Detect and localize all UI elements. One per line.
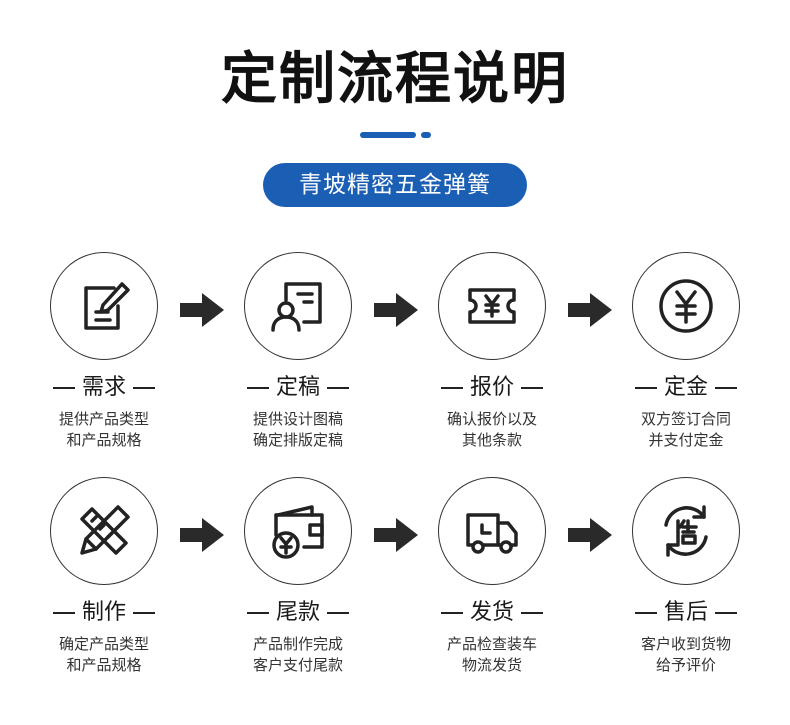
step-circle — [438, 252, 546, 360]
step-label: 制作 — [10, 598, 198, 628]
arrow-right-icon — [180, 293, 224, 327]
page-title: 定制流程说明 — [221, 47, 569, 112]
title-underline-dot — [421, 132, 431, 138]
step-circle — [244, 252, 352, 360]
step-description: 双方签订合同并支付定金 — [640, 410, 731, 449]
pencil-ruler-icon — [80, 505, 130, 555]
step-circle — [632, 252, 740, 360]
title-underline-long — [360, 132, 416, 138]
step-label: 报价 — [398, 373, 586, 403]
step-description: 确定产品类型和产品规格 — [58, 635, 149, 674]
step-description: 确认报价以及其他条款 — [446, 410, 537, 449]
after-sales-cycle-icon — [664, 505, 708, 557]
step-label: 需求 — [10, 373, 198, 403]
yen-coin-icon — [659, 279, 713, 333]
step-circle — [438, 477, 546, 585]
step-label: 定金 — [592, 373, 780, 403]
step-circle — [632, 477, 740, 585]
arrow-right-icon — [180, 518, 224, 552]
brand-badge: 青坡精密五金弹簧 — [263, 163, 527, 207]
document-pen-icon — [84, 282, 130, 330]
step-description: 提供产品类型和产品规格 — [58, 410, 149, 449]
step-label: 发货 — [398, 598, 586, 628]
step-description: 产品制作完成客户支付尾款 — [252, 635, 343, 674]
step-description: 产品检查装车物流发货 — [446, 635, 537, 674]
designer-board-icon — [271, 282, 322, 332]
yen-ticket-icon — [468, 288, 516, 324]
step-description: 客户收到货物给予评价 — [640, 635, 731, 674]
arrow-right-icon — [374, 293, 418, 327]
step-circle — [244, 477, 352, 585]
step-circle — [50, 477, 158, 585]
step-label: 定稿 — [204, 373, 392, 403]
step-circle — [50, 252, 158, 360]
step-label: 尾款 — [204, 598, 392, 628]
step-label: 售后 — [592, 598, 780, 628]
arrow-right-icon — [568, 293, 612, 327]
arrow-right-icon — [374, 518, 418, 552]
step-description: 提供设计图稿确定排版定稿 — [252, 410, 343, 449]
arrow-right-icon — [568, 518, 612, 552]
delivery-truck-icon — [466, 513, 518, 554]
wallet-yen-icon — [272, 505, 324, 559]
